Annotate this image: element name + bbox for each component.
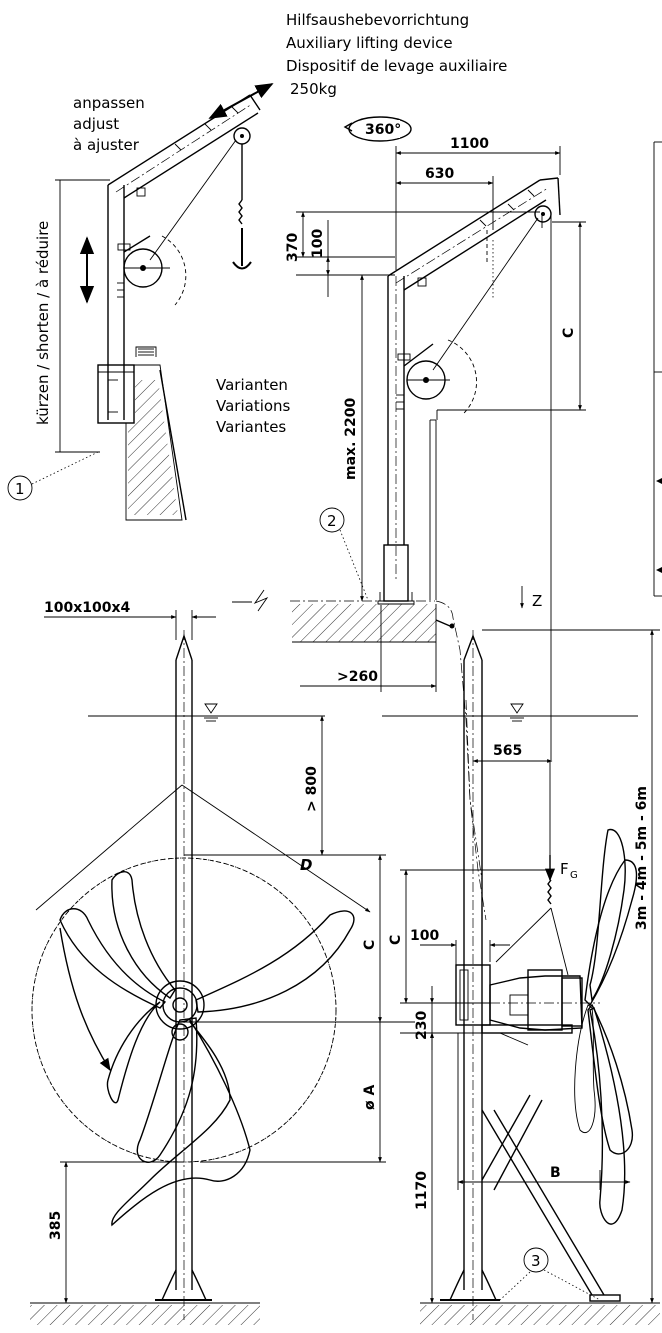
front-view: 100x100x4 > 800 D: [30, 600, 415, 1325]
variants-fr: Variantes: [216, 418, 286, 436]
shorten-label: kürzen / shorten / à réduire: [34, 221, 52, 425]
adjust-label-block: anpassen adjust à ajuster: [73, 94, 145, 154]
adjust-de: anpassen: [73, 94, 145, 112]
side-view: 565 F G 100 C: [382, 629, 660, 1325]
rotation-label: 360°: [365, 122, 401, 138]
dim-height: 3m - 4m - 5m - 6m: [634, 786, 650, 930]
adjust-fr: à ajuster: [73, 136, 140, 154]
dim-630: 630: [425, 166, 454, 182]
dim-1100: 1100: [450, 136, 489, 152]
variants-de: Varianten: [216, 376, 288, 394]
dim-c-front: C: [362, 940, 378, 950]
dim-d: D: [300, 856, 312, 874]
dim-1170: 1170: [414, 1171, 430, 1210]
dim-370: 370: [285, 233, 301, 262]
marker-3: 3: [531, 1252, 541, 1270]
variants-label-block: Varianten Variations Variantes: [216, 376, 291, 436]
adjust-en: adjust: [73, 115, 119, 133]
davit-right: 2 1100 630 370 100 max. 2200 C >: [232, 136, 586, 881]
force-fg: F: [560, 860, 569, 878]
dim-c-side: C: [388, 935, 404, 945]
force-fg-sub: G: [570, 870, 578, 881]
davit-left: 1: [7, 83, 274, 521]
dim-gt-800: > 800: [304, 766, 320, 812]
marker-1: 1: [15, 480, 25, 498]
dim-230: 230: [414, 1011, 430, 1040]
dim-dia-a: ø A: [362, 1085, 378, 1110]
variants-en: Variations: [216, 397, 291, 415]
dim-100x100x4: 100x100x4: [44, 600, 131, 616]
dim-565: 565: [493, 743, 522, 759]
dim-b: B: [550, 1165, 561, 1181]
dim-260: >260: [337, 669, 378, 685]
dim-100-side: 100: [410, 928, 439, 944]
dim-c-top: C: [561, 328, 577, 338]
hoist-title-en: Auxiliary lifting device: [286, 34, 453, 52]
dim-385: 385: [48, 1211, 64, 1240]
view-z-label: Z: [532, 592, 542, 610]
hoist-load: 250kg: [290, 80, 337, 98]
marker-2: 2: [327, 512, 337, 530]
right-frame: [653, 141, 662, 597]
hoist-title-block: Hilfsaushebevorrichtung Auxiliary liftin…: [286, 11, 507, 98]
dim-100-top: 100: [310, 229, 326, 258]
rotation-symbol: 360°: [343, 116, 412, 142]
dim-max-2200: max. 2200: [343, 398, 359, 480]
hoist-title-fr: Dispositif de levage auxiliaire: [286, 57, 507, 75]
hoist-title-de: Hilfsaushebevorrichtung: [286, 11, 469, 29]
